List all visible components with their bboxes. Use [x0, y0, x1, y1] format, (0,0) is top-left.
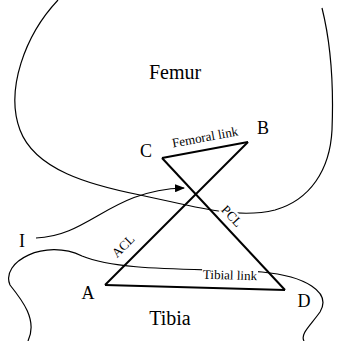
femur-outline [15, 0, 333, 213]
bone-label: Femur [148, 62, 202, 82]
bone-label: Tibia [148, 308, 192, 328]
point-label: A [81, 284, 96, 302]
tibial-link [105, 285, 285, 290]
point-label: D [297, 292, 312, 310]
link-label: Tibial link [202, 268, 258, 283]
link-label: PCL [218, 202, 245, 230]
tibia-outline [9, 250, 323, 341]
point-label: C [139, 142, 153, 160]
point-label: I [18, 232, 26, 250]
acl-link [105, 142, 248, 285]
point-label: B [256, 119, 270, 137]
instant-center-arrow [36, 188, 184, 238]
pcl-link [162, 158, 285, 290]
